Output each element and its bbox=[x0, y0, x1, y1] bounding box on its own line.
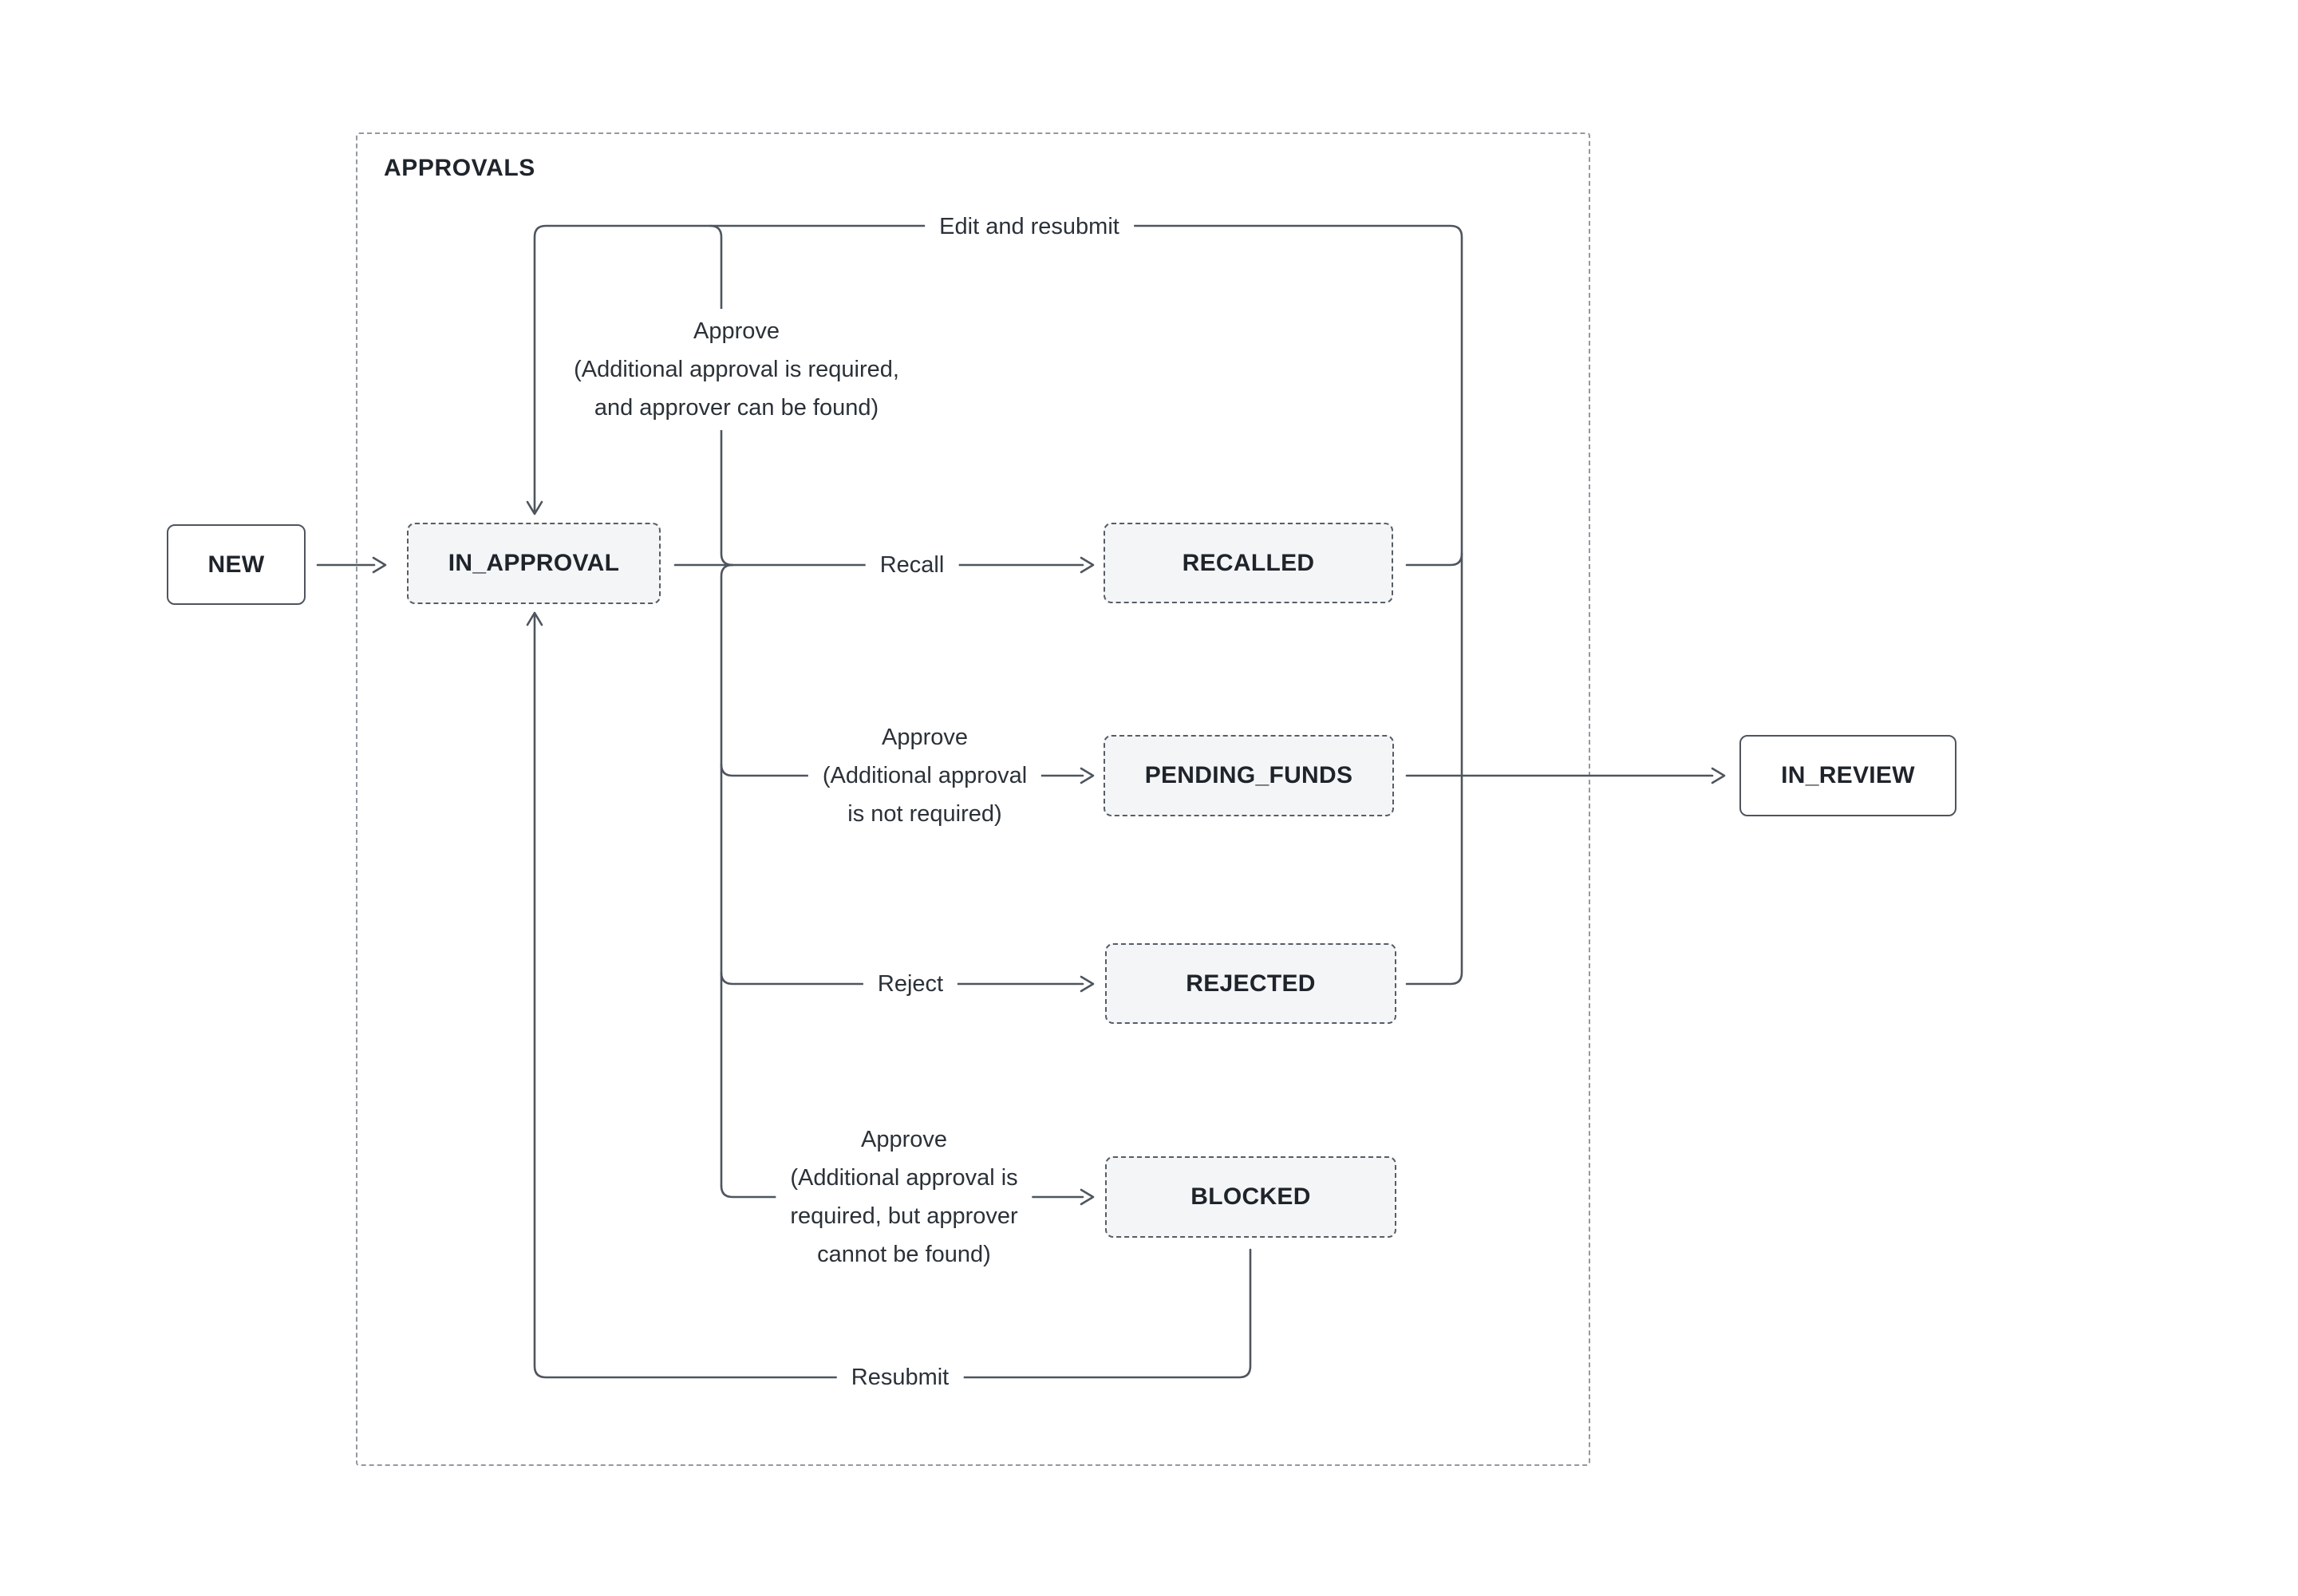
edge-label-line: (Additional approval is required, bbox=[574, 357, 899, 382]
edge-label-line: Approve bbox=[860, 1127, 947, 1152]
edge-approve-to-pending-funds bbox=[720, 763, 1095, 784]
state-rejected: REJECTED bbox=[1105, 943, 1396, 1024]
edge-label-line: Edit and resubmit bbox=[939, 214, 1119, 239]
edge-new-to-in-approval bbox=[316, 556, 387, 574]
edge-label-line: Approve bbox=[881, 725, 969, 750]
trunk-down bbox=[720, 563, 734, 1187]
edge-label-reject: Reject bbox=[863, 962, 958, 1006]
edge-label-line: cannot be found) bbox=[817, 1242, 991, 1267]
edge-label-line: Approve bbox=[693, 318, 780, 344]
edge-label-line: (Additional approval is bbox=[790, 1165, 1018, 1191]
edge-label-resubmit: Resubmit bbox=[836, 1355, 964, 1400]
edge-label-approve-no-approver: Approve (Additional approval is required… bbox=[776, 1117, 1033, 1277]
approvals-group-box: APPROVALS bbox=[356, 132, 1590, 1466]
edge-recalled-join bbox=[1405, 552, 1463, 567]
state-in-review: IN_REVIEW bbox=[1739, 735, 1956, 816]
edge-label-line: is not required) bbox=[847, 801, 1002, 827]
edge-approve-to-blocked bbox=[720, 1184, 1095, 1206]
state-in-approval: IN_APPROVAL bbox=[407, 523, 661, 604]
edge-label-line: (Additional approval bbox=[822, 763, 1028, 788]
edge-label-line: Reject bbox=[877, 971, 944, 997]
edge-edit-and-resubmit-loop bbox=[526, 224, 1463, 986]
edge-label-edit-and-resubmit: Edit and resubmit bbox=[925, 204, 1134, 249]
edge-label-recall: Recall bbox=[865, 543, 959, 587]
edge-label-line: Resubmit bbox=[851, 1365, 950, 1390]
edge-label-line: and approver can be found) bbox=[594, 395, 879, 421]
state-pending-funds: PENDING_FUNDS bbox=[1104, 735, 1394, 816]
edge-label-line: required, but approver bbox=[790, 1203, 1018, 1229]
edge-label-approve-loop: Approve (Additional approval is required… bbox=[559, 309, 914, 430]
state-new: NEW bbox=[167, 524, 306, 605]
state-blocked: BLOCKED bbox=[1105, 1156, 1396, 1238]
edge-label-line: Recall bbox=[879, 552, 945, 578]
edge-label-approve-no-additional: Approve (Additional approval is not requ… bbox=[807, 715, 1042, 836]
group-title: APPROVALS bbox=[384, 155, 535, 181]
state-recalled: RECALLED bbox=[1104, 523, 1393, 603]
edge-pending-funds-to-in-review bbox=[1405, 767, 1726, 784]
edge-reject-line bbox=[720, 971, 1095, 993]
